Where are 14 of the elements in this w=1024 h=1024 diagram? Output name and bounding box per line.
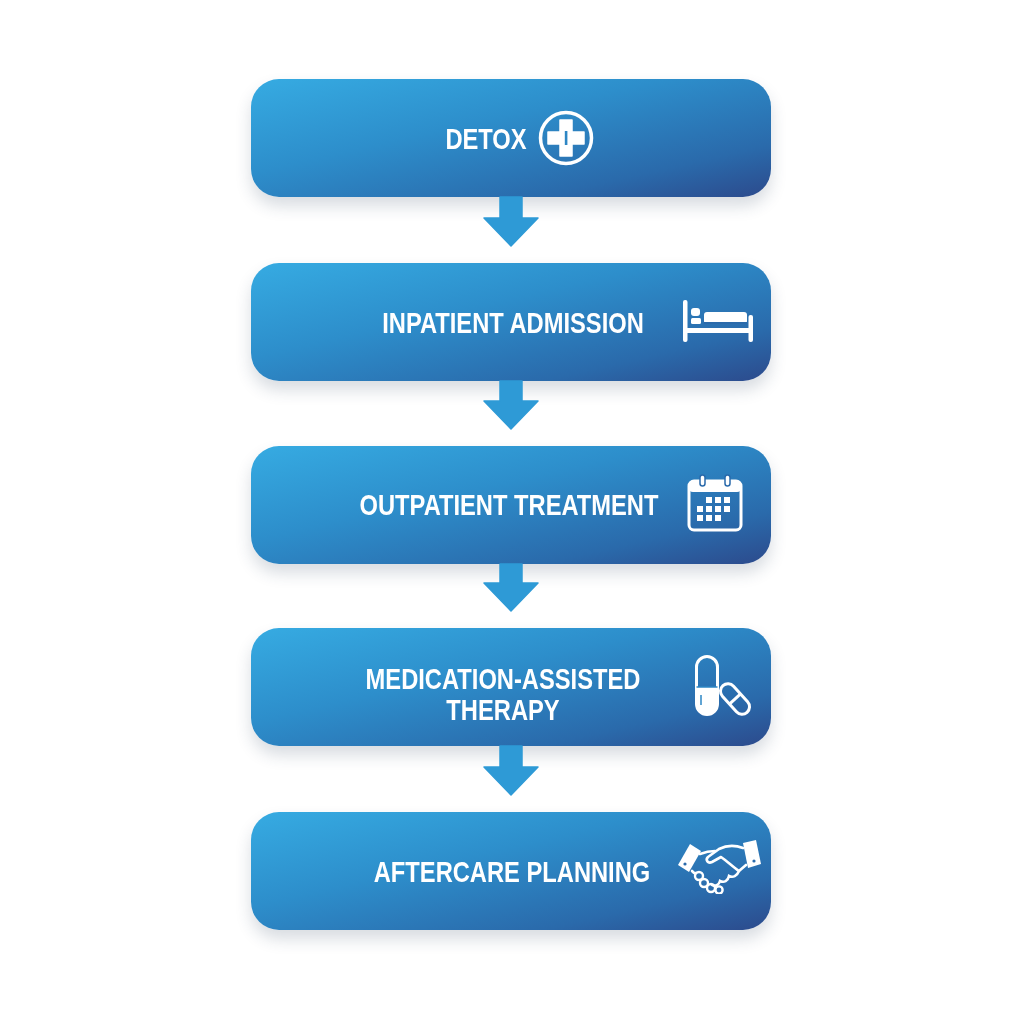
step-label: INPATIENT ADMISSION (382, 306, 644, 338)
process-box (251, 446, 771, 564)
down-arrow (483, 196, 539, 247)
process-box (251, 628, 771, 746)
process-box (251, 79, 771, 197)
process-box (251, 812, 771, 930)
process-box (251, 263, 771, 381)
step-label: DETOX (445, 122, 527, 154)
step-label: MEDICATION-ASSISTED THERAPY (364, 663, 642, 725)
step-label: OUTPATIENT TREATMENT (359, 488, 659, 520)
step-label: AFTERCARE PLANNING (373, 855, 651, 887)
down-arrow (483, 563, 539, 612)
down-arrow (483, 380, 539, 430)
down-arrow (483, 745, 539, 796)
